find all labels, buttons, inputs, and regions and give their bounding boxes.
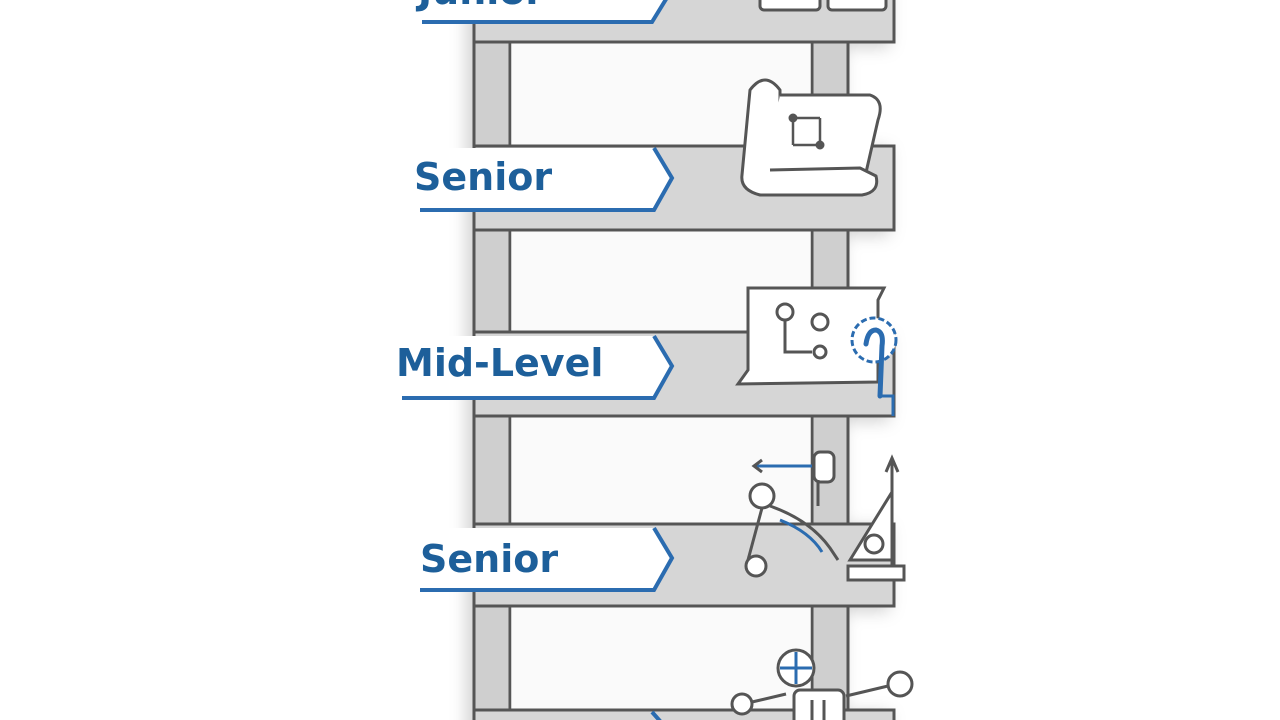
level-tag-partial-bottom bbox=[650, 710, 662, 720]
architecture-icon bbox=[758, 0, 888, 12]
network-nodes-icon bbox=[730, 648, 914, 720]
level-label: Senior bbox=[414, 155, 552, 199]
level-label: Senior bbox=[420, 537, 558, 581]
level-tag-junior: Junior bbox=[415, 0, 668, 24]
level-label: Mid-Level bbox=[396, 341, 603, 385]
level-tag-senior-2: Senior bbox=[420, 526, 675, 592]
engineering-tools-icon bbox=[744, 450, 906, 582]
ladder-rung bbox=[472, 708, 896, 720]
level-tag-senior-1: Senior bbox=[414, 146, 675, 212]
level-tag-mid-level: Mid-Level bbox=[396, 334, 675, 400]
level-label: Junior bbox=[415, 0, 544, 13]
circuit-touch-icon bbox=[735, 286, 898, 416]
blueprint-scroll-icon bbox=[740, 78, 882, 197]
